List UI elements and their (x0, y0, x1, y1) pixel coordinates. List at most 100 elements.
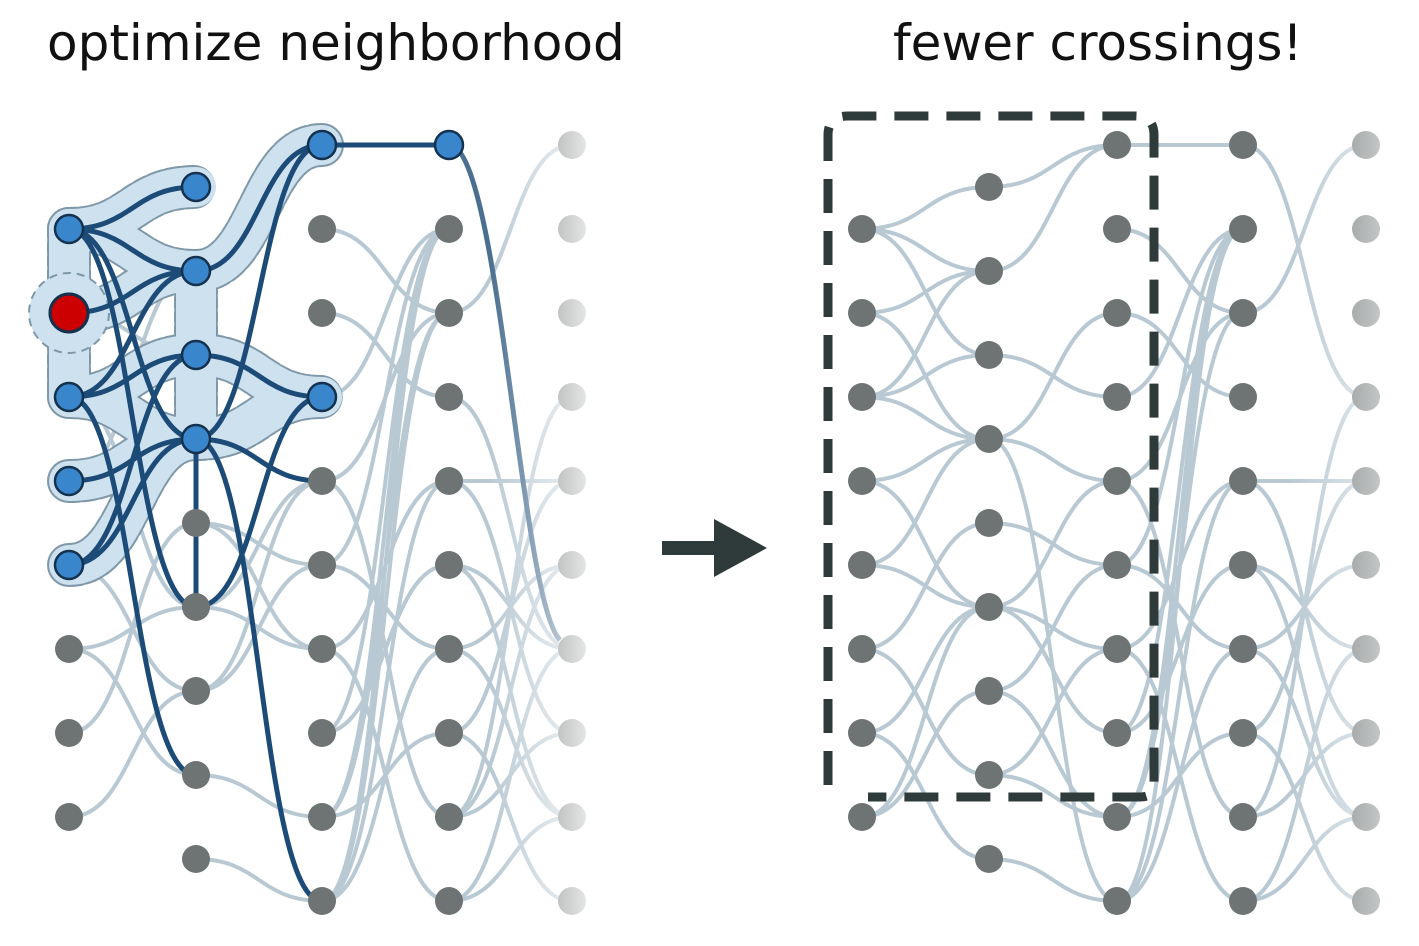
graph-edge (1116, 479, 1244, 903)
graph-node (975, 425, 1003, 453)
graph-edge (195, 563, 323, 693)
graph-node (1229, 635, 1257, 663)
graph-edge (861, 269, 990, 315)
graph-edge (321, 479, 450, 903)
graph-edge (1116, 479, 1244, 819)
graph-node (1229, 719, 1257, 747)
highlighted-edge (68, 226, 197, 274)
graph-node (182, 845, 210, 873)
highlighted-node (53, 549, 85, 581)
graph-node (848, 299, 876, 327)
graph-edge (195, 857, 323, 903)
graph-edge (988, 143, 1118, 189)
right-edges (861, 142, 1367, 903)
highlighted-edge (68, 184, 197, 232)
graph-edge (195, 773, 323, 819)
graph-node (975, 761, 1003, 789)
graph-node (1229, 299, 1257, 327)
graph-node (975, 593, 1003, 621)
graph-node (975, 845, 1003, 873)
graph-node (308, 299, 336, 327)
highlighted-edge (195, 142, 323, 274)
left-panel-graph (28, 110, 590, 930)
graph-node (848, 551, 876, 579)
graph-node (308, 551, 336, 579)
graph-edge (861, 437, 990, 483)
graph-edge (988, 311, 1118, 441)
graph-node (1103, 635, 1131, 663)
graph-node (1229, 215, 1257, 243)
highlighted-edge (68, 226, 197, 610)
graph-node (182, 761, 210, 789)
graph-node (975, 341, 1003, 369)
graph-edge (861, 395, 990, 441)
highlighted-edge (68, 352, 197, 400)
focus-node (48, 292, 90, 334)
graph-edge (321, 227, 450, 399)
graph-edge (988, 857, 1118, 903)
graph-edge (1116, 563, 1244, 651)
right-panel-graph (823, 110, 1419, 930)
graph-edge (861, 521, 990, 651)
graph-node (1103, 719, 1131, 747)
graph-node (182, 509, 210, 537)
right-fade-overlay (1290, 110, 1419, 930)
graph-node (848, 803, 876, 831)
graph-edge (321, 227, 450, 819)
graph-edge (195, 479, 323, 693)
graph-edge (321, 311, 450, 399)
graph-node (975, 257, 1003, 285)
graph-node (55, 635, 83, 663)
title-optimize-neighborhood: optimize neighborhood (47, 14, 625, 72)
graph-node (1103, 215, 1131, 243)
graph-edge (1116, 227, 1244, 567)
graph-node (435, 551, 463, 579)
highlighted-edge (68, 394, 197, 778)
graph-node (1103, 299, 1131, 327)
graph-node (1103, 803, 1131, 831)
highlighted-edge (195, 394, 323, 610)
graph-edge (988, 563, 1118, 693)
graph-edge (988, 437, 1118, 483)
graph-edge (321, 479, 450, 819)
graph-edge (321, 227, 450, 315)
graph-edge (988, 605, 1118, 735)
graph-node (1103, 551, 1131, 579)
highlighted-node (180, 255, 212, 287)
graph-node (1229, 887, 1257, 915)
graph-node (1229, 467, 1257, 495)
graph-node (182, 677, 210, 705)
highlighted-node (306, 381, 338, 413)
graph-node (55, 719, 83, 747)
graph-edge (861, 605, 990, 819)
graph-node (435, 635, 463, 663)
graph-edge (861, 689, 990, 819)
highlighted-edges (68, 142, 562, 904)
graph-node (1229, 383, 1257, 411)
highlighted-node (53, 465, 85, 497)
graph-node (848, 635, 876, 663)
graph-edge (988, 143, 1118, 273)
graph-edge (988, 773, 1118, 819)
highlighted-edge (195, 142, 323, 442)
graph-edge (1116, 311, 1244, 399)
highlighted-edge (195, 436, 323, 484)
graph-node (435, 383, 463, 411)
graph-edge (1116, 227, 1244, 315)
graph-node (1229, 131, 1257, 159)
graph-edge (861, 185, 990, 231)
graph-node (975, 677, 1003, 705)
graph-edge (988, 479, 1118, 609)
graph-edge (988, 689, 1118, 819)
graph-node (182, 593, 210, 621)
graph-node (308, 719, 336, 747)
graph-node (848, 215, 876, 243)
left-fade-overlay (490, 110, 590, 930)
highlighted-edge (68, 268, 197, 400)
graph-edge (321, 227, 450, 567)
graph-node (435, 299, 463, 327)
highlighted-edge (195, 352, 323, 400)
highlighted-node (53, 381, 85, 413)
graph-node (1103, 383, 1131, 411)
